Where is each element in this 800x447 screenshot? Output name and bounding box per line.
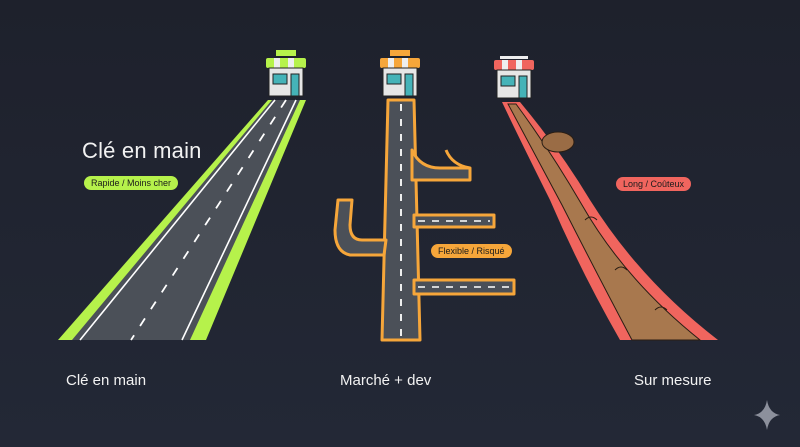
label-turnkey: Clé en main bbox=[66, 372, 147, 389]
badge-market-dev: Flexible / Risqué bbox=[431, 244, 512, 258]
label-market-dev: Marché + dev bbox=[340, 372, 432, 389]
heading-title: Clé en main bbox=[82, 138, 202, 163]
badge-turnkey: Rapide / Moins cher bbox=[84, 176, 179, 190]
branching-road bbox=[333, 98, 516, 342]
label-custom: Sur mesure bbox=[634, 372, 712, 389]
sparkle-icon bbox=[754, 400, 780, 430]
highway-road bbox=[58, 99, 306, 341]
dirt-path bbox=[502, 102, 718, 341]
storefront-icon-green bbox=[266, 50, 306, 97]
storefront-icon-orange bbox=[380, 50, 420, 97]
badge-custom: Long / Coûteux bbox=[616, 177, 692, 191]
storefront-icon-red bbox=[494, 56, 534, 99]
